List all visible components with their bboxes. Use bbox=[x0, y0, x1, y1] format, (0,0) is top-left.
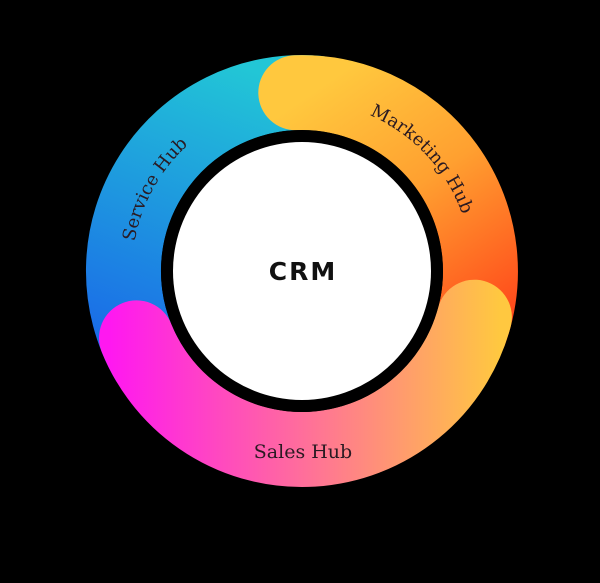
sales-hub-segment[interactable] bbox=[99, 279, 512, 487]
crm-label: CRM bbox=[269, 257, 337, 286]
crm-center-circle[interactable] bbox=[173, 142, 431, 400]
sales-hub-label: Sales Hub bbox=[254, 441, 352, 463]
